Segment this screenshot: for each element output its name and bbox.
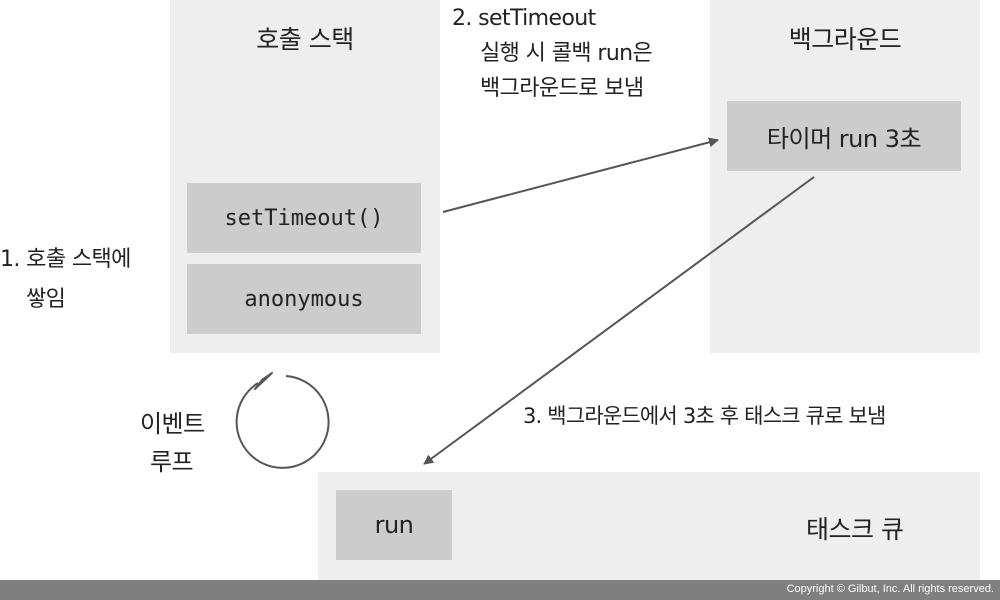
call-stack-panel: 호출 스택 setTimeout() anonymous	[170, 0, 440, 353]
step1-line2: 쌓임	[26, 287, 66, 312]
footer-bar: Copyright © Gilbut, Inc. All rights rese…	[0, 580, 1000, 600]
step2-line3: 백그라운드로 보냄	[480, 76, 644, 101]
event-loop-line1: 이벤트	[140, 410, 205, 438]
step2-line2: 실행 시 콜백 run은	[480, 41, 653, 66]
arrow-stack-to-background	[442, 137, 719, 213]
stack-frame-settimeout: setTimeout()	[187, 183, 421, 253]
task-queue-panel: run 태스크 큐	[318, 472, 980, 580]
step3-label: 3. 백그라운드에서 3초 후 태스크 큐로 보냄	[523, 404, 886, 428]
step2-line1: 2. setTimeout	[452, 6, 596, 31]
timer-box: 타이머 run 3초	[727, 101, 961, 171]
stack-frame-anonymous: anonymous	[187, 264, 421, 334]
background-panel: 백그라운드 타이머 run 3초	[710, 0, 980, 353]
event-loop-circle	[235, 375, 330, 469]
copyright-text: Copyright © Gilbut, Inc. All rights rese…	[786, 583, 994, 595]
event-loop-line2: 루프	[150, 448, 194, 476]
background-title: 백그라운드	[788, 25, 902, 54]
step1-line1: 1. 호출 스택에	[0, 247, 131, 272]
call-stack-title: 호출 스택	[256, 25, 354, 54]
task-queue-title: 태스크 큐	[806, 515, 904, 544]
event-loop-arrowhead-icon	[254, 372, 273, 390]
queue-item-run: run	[336, 490, 452, 560]
arrow-background-to-queue	[423, 176, 815, 465]
